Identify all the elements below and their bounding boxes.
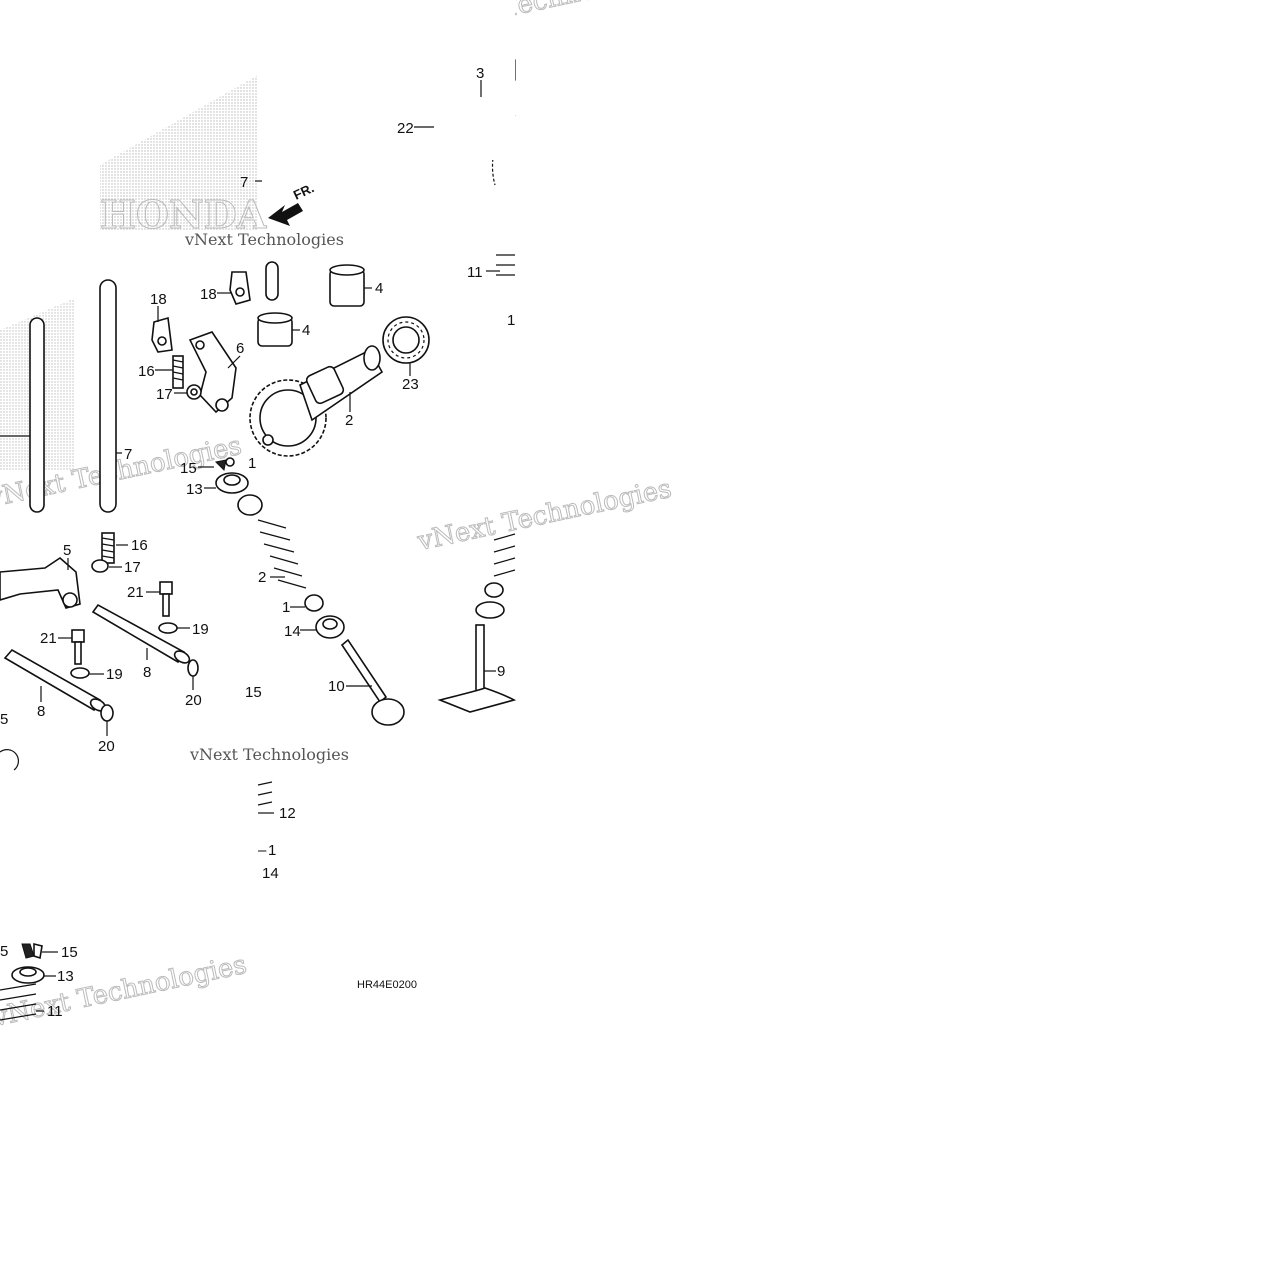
brand-wing-logo-top: HONDA bbox=[100, 75, 267, 238]
callout-23: 23 bbox=[402, 376, 419, 393]
pushrod-end bbox=[265, 261, 279, 301]
callout-20-a: 20 bbox=[185, 692, 202, 709]
camshaft-bearing bbox=[382, 316, 430, 364]
callout-11-b: 11 bbox=[47, 1003, 63, 1020]
sealing-washer-a bbox=[158, 622, 178, 634]
valve-lifter-b bbox=[257, 312, 293, 347]
o-ring-b bbox=[100, 704, 114, 722]
callout-20-b: 20 bbox=[98, 738, 115, 755]
callout-21-a: 21 bbox=[127, 584, 144, 601]
callout-18-b: 18 bbox=[200, 286, 217, 303]
callout-17-b: 17 bbox=[124, 559, 141, 576]
valve-spring-right bbox=[475, 533, 516, 619]
spring-fragment bbox=[496, 254, 515, 276]
valve-lifter-a bbox=[329, 264, 365, 307]
callout-11-top: 11 bbox=[467, 264, 483, 281]
callout-labels: 3 22 7 11 1 18 18 4 4 6 16 17 2 23 7 15 … bbox=[0, 65, 515, 1020]
callout-18-a: 18 bbox=[150, 291, 167, 308]
callout-19-b: 19 bbox=[106, 666, 123, 683]
callout-1-b: 1 bbox=[282, 599, 290, 616]
callout-16-a: 16 bbox=[138, 363, 155, 380]
callout-1-top: 1 bbox=[507, 312, 515, 329]
front-direction-arrow: FR. bbox=[268, 180, 316, 226]
watermark-text-mid: vNext Technologies bbox=[184, 230, 344, 249]
pushrod-short bbox=[29, 317, 45, 513]
panel-lower-middle bbox=[257, 781, 273, 806]
panel-upper-left bbox=[0, 279, 117, 513]
rocker-shaft-b bbox=[3, 648, 107, 712]
callout-5-c: 5 bbox=[0, 943, 8, 960]
callout-4-a: 4 bbox=[375, 280, 383, 297]
o-ring-a bbox=[187, 659, 199, 677]
leader-lines bbox=[36, 80, 500, 1012]
callout-1-c: 1 bbox=[268, 842, 276, 859]
valve-stem-seal-a bbox=[304, 594, 324, 612]
callout-5-a: 5 bbox=[63, 542, 71, 559]
callout-8-b: 8 bbox=[37, 703, 45, 720]
front-direction-label: FR. bbox=[291, 180, 316, 202]
callout-7: 7 bbox=[124, 446, 132, 463]
callout-12: 12 bbox=[279, 805, 296, 822]
spring-seat-a bbox=[315, 615, 345, 639]
callout-7-top: 7 bbox=[240, 174, 248, 191]
callout-13-b: 13 bbox=[57, 968, 74, 985]
callout-9: 9 bbox=[497, 663, 505, 680]
callout-2-a: 2 bbox=[345, 412, 353, 429]
callout-4-b: 4 bbox=[302, 322, 310, 339]
pushrod-long bbox=[99, 279, 117, 513]
callout-16-b: 16 bbox=[131, 537, 148, 554]
callout-19-a: 19 bbox=[192, 621, 209, 638]
callout-1-a: 1 bbox=[248, 455, 256, 472]
callout-14-b: 14 bbox=[262, 865, 279, 882]
callout-dash: – bbox=[258, 842, 267, 859]
callout-3: 3 bbox=[476, 65, 484, 82]
watermark-text-lower: vNext Technologies bbox=[189, 745, 349, 764]
callout-15-a: 15 bbox=[180, 460, 197, 477]
panel-lower-left bbox=[0, 532, 199, 771]
watermark-text-bottom: vNext Technologies bbox=[0, 950, 249, 1033]
valve-cotter-a bbox=[214, 459, 227, 472]
brand-watermark: HONDA bbox=[100, 192, 267, 237]
callout-8-a: 8 bbox=[143, 664, 151, 681]
spring-retainer-a bbox=[215, 472, 249, 494]
callout-21-b: 21 bbox=[40, 630, 57, 647]
callout-2-b: 2 bbox=[258, 569, 266, 586]
panel-bottom-left bbox=[0, 942, 45, 1021]
callout-6: 6 bbox=[236, 340, 244, 357]
callout-10: 10 bbox=[328, 678, 345, 695]
callout-14-a: 14 bbox=[284, 623, 301, 640]
callout-15-b: 15 bbox=[245, 684, 262, 701]
diagram-code: HR44E0200 bbox=[357, 979, 417, 991]
rocker-arm-intake bbox=[0, 556, 81, 609]
callout-5-b: 5 bbox=[0, 711, 8, 728]
intake-valve bbox=[340, 638, 405, 726]
adjusting-screw-b bbox=[101, 532, 115, 564]
valve-spring-outer bbox=[0, 983, 37, 1021]
panel-upper-right: FR. bbox=[151, 59, 517, 726]
rocker-arm-exhaust bbox=[188, 331, 237, 414]
rocker-shaft-a bbox=[91, 603, 191, 664]
rocker-guide-plate-b bbox=[151, 316, 173, 353]
lock-nut-b bbox=[91, 559, 109, 573]
flange-bolt-21a bbox=[159, 581, 173, 617]
callout-22: 22 bbox=[397, 120, 414, 137]
valve-cotter-b bbox=[21, 943, 35, 959]
callout-17-a: 17 bbox=[156, 386, 173, 403]
exhaust-valve bbox=[437, 624, 517, 713]
valve-spring-inner bbox=[257, 519, 307, 589]
sealing-washer-b bbox=[70, 667, 90, 679]
callout-13-a: 13 bbox=[186, 481, 203, 498]
flange-bolt-21b bbox=[71, 629, 85, 665]
camshaft-assembly bbox=[249, 345, 384, 457]
watermark-text-right: vNext Technologies bbox=[414, 474, 674, 557]
callout-15-c: 15 bbox=[61, 944, 78, 961]
